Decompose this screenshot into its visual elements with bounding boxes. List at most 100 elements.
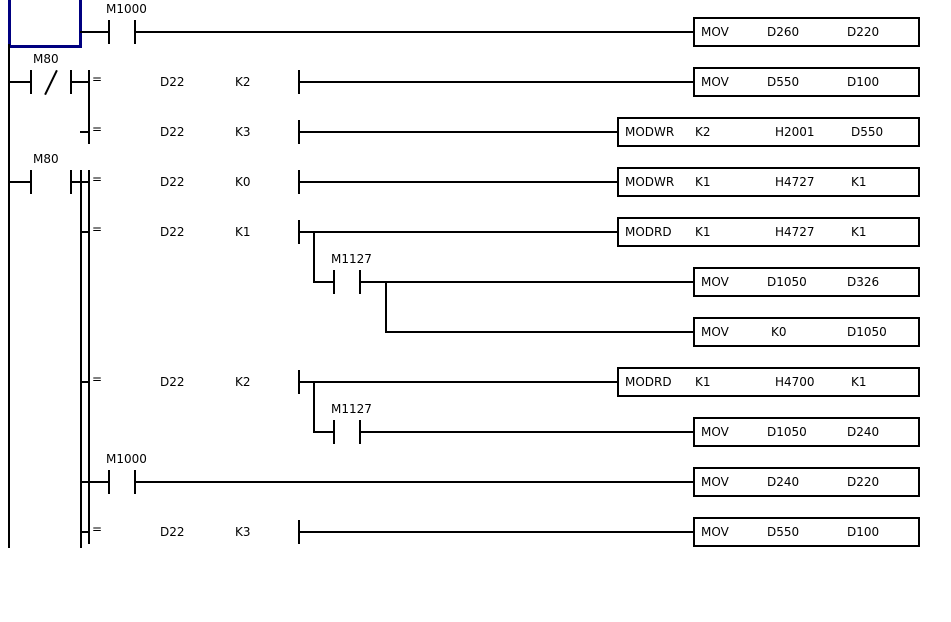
instruction-modwr-k2-h2001-d550[interactable]: MODWR K2 H2001 D550 <box>617 117 920 147</box>
contact-bar-left <box>108 20 110 44</box>
compare-operator: = <box>92 372 103 386</box>
instruction-operand-2: D1050 <box>847 325 887 339</box>
contact-bar-right <box>134 470 136 494</box>
instruction-mov-k0-d1050[interactable]: MOV K0 D1050 <box>693 317 920 347</box>
wire-rung2-post <box>298 81 695 83</box>
wire-rung4-pre <box>8 181 32 183</box>
contact-bar-left <box>333 270 335 294</box>
instruction-operand-3: K1 <box>851 175 867 189</box>
instruction-mnemonic: MODRD <box>625 375 672 389</box>
contact-bar-left <box>30 70 32 94</box>
contact-bar-left <box>30 170 32 194</box>
compare-d22-k0-row3[interactable]: = <box>88 170 104 194</box>
instruction-mnemonic: MODWR <box>625 125 675 139</box>
instruction-mnemonic: MOV <box>701 75 729 89</box>
contact-label: M1127 <box>331 402 372 416</box>
contact-bar-left <box>333 420 335 444</box>
instruction-operand-3: K1 <box>851 225 867 239</box>
contact-slash-icon <box>44 69 58 96</box>
instruction-operand-1: D240 <box>767 475 800 489</box>
compare-operand-1: D22 <box>160 225 185 239</box>
instruction-mnemonic: MOV <box>701 25 729 39</box>
instruction-modwr-k1-h4727-k1[interactable]: MODWR K1 H4727 K1 <box>617 167 920 197</box>
contact-bar-right <box>70 70 72 94</box>
instruction-operand-1: K1 <box>695 175 711 189</box>
contact-m1000-top[interactable] <box>108 20 136 44</box>
wire-branch2-m1127-post <box>359 431 695 433</box>
branch-tick-rung4 <box>298 170 300 194</box>
instruction-operand-1: D1050 <box>767 275 807 289</box>
instruction-operand-2: H4727 <box>775 225 815 239</box>
contact-bar-right <box>70 170 72 194</box>
instruction-operand-1: K0 <box>771 325 787 339</box>
instruction-operand-2: H2001 <box>775 125 815 139</box>
contact-m1127-lower[interactable] <box>333 420 361 444</box>
contact-label: M1000 <box>106 2 147 16</box>
wire-rung5-mid <box>80 231 90 233</box>
wire-rung1-post <box>134 31 695 33</box>
branch-drop-m1127-sub <box>385 281 387 333</box>
instruction-mov-d550-d100-row2[interactable]: MOV D550 D100 <box>693 67 920 97</box>
branch-tick-rung11 <box>298 520 300 544</box>
wire-rung11-post <box>298 531 695 533</box>
contact-m80-nc[interactable] <box>30 69 72 96</box>
instruction-operand-2: H4700 <box>775 375 815 389</box>
compare-d22-k2-row1[interactable]: = <box>88 70 104 94</box>
contact-m80-no[interactable] <box>30 170 72 194</box>
contact-bar-left <box>108 470 110 494</box>
compare-operator: = <box>92 222 103 236</box>
instruction-operand-3: D550 <box>851 125 884 139</box>
compare-d22-k2-row5[interactable]: = <box>88 370 104 394</box>
wire-rung4-mid <box>70 181 90 183</box>
contact-bar-right <box>359 420 361 444</box>
wire-branch1-m1127-pre <box>313 281 335 283</box>
instruction-operand-1: D260 <box>767 25 800 39</box>
wire-rung10-pre <box>80 481 110 483</box>
branch-rail <box>80 170 82 548</box>
instruction-mnemonic: MODWR <box>625 175 675 189</box>
compare-d22-k3-row6[interactable]: = <box>88 520 104 544</box>
instruction-operand-1: K2 <box>695 125 711 139</box>
compare-d22-k3-row2[interactable]: = <box>88 120 104 144</box>
contact-bar-right <box>134 20 136 44</box>
wire-branch1-sub <box>385 331 695 333</box>
wire-rung2-mid <box>70 81 90 83</box>
wire-rung4-post <box>298 181 619 183</box>
compare-operand-1: D22 <box>160 125 185 139</box>
contact-m1127-upper[interactable] <box>333 270 361 294</box>
wire-rung11-mid <box>80 531 90 533</box>
wire-rung8-post <box>298 381 619 383</box>
instruction-mnemonic: MOV <box>701 325 729 339</box>
instruction-operand-2: H4727 <box>775 175 815 189</box>
wire-rung10-post <box>134 481 695 483</box>
instruction-operand-2: D326 <box>847 275 880 289</box>
contact-label: M80 <box>33 52 59 66</box>
branch-tick-rung2 <box>298 70 300 94</box>
compare-bar <box>88 170 90 194</box>
instruction-mnemonic: MOV <box>701 425 729 439</box>
compare-operator: = <box>92 122 103 136</box>
branch-tick-rung3 <box>298 120 300 144</box>
branch-tick-rung8 <box>298 370 300 394</box>
instruction-operand-1: D550 <box>767 75 800 89</box>
wire-branch1-m1127-post <box>359 281 695 283</box>
compare-operand-1: D22 <box>160 375 185 389</box>
instruction-operand-1: K1 <box>695 375 711 389</box>
instruction-operand-2: D100 <box>847 75 880 89</box>
branch-drop-m1127-low <box>313 381 315 433</box>
wire-branch2-m1127-pre <box>313 431 335 433</box>
compare-operator: = <box>92 72 103 86</box>
compare-d22-k1-row4[interactable]: = <box>88 220 104 244</box>
compare-operand-2: K3 <box>235 125 251 139</box>
compare-operand-2: K1 <box>235 225 251 239</box>
contact-m1000-bottom[interactable] <box>108 470 136 494</box>
compare-bar <box>88 70 90 94</box>
